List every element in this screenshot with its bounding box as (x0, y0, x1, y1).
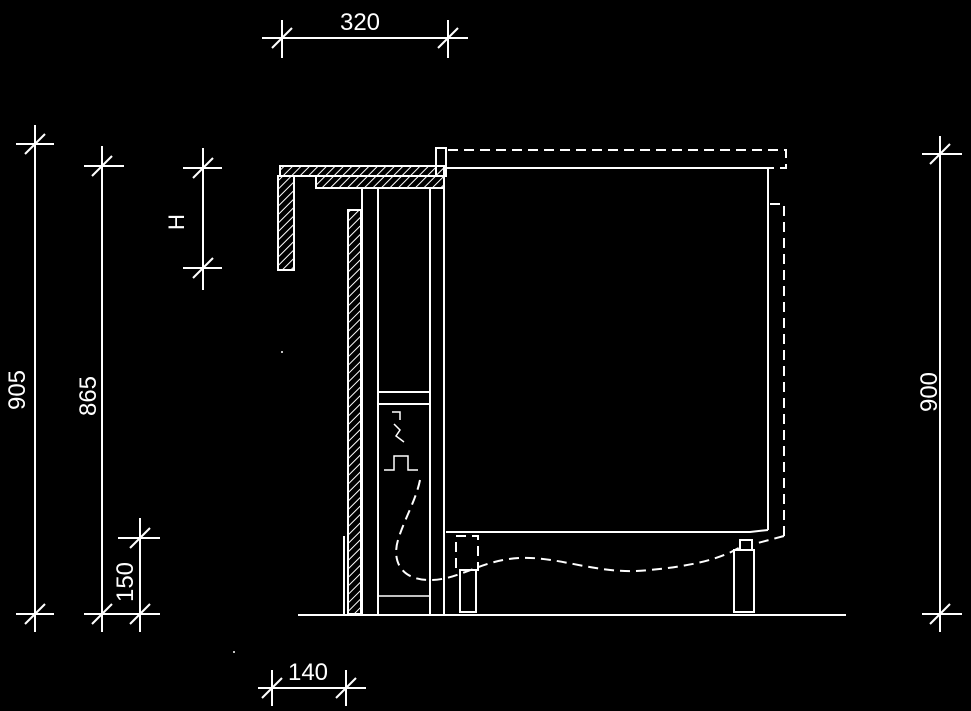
dim-label-h: H (164, 214, 189, 230)
hose-line (395, 479, 743, 582)
dimension-bottom-140: 140 (258, 659, 366, 706)
dimension-right-900: 900 (916, 136, 962, 632)
dim-label-865: 865 (75, 376, 102, 416)
dim-label-320: 320 (340, 9, 380, 36)
electrical-socket-icon (384, 411, 418, 471)
dimension-top-320: 320 (262, 9, 468, 58)
worktop (277, 147, 447, 271)
appliance-foot-front (455, 535, 479, 613)
back-panel (343, 209, 362, 615)
dim-label-905: 905 (4, 370, 31, 410)
dim-label-150: 150 (112, 562, 139, 602)
dimension-150: 150 (112, 518, 160, 632)
dimension-left-905: 905 (4, 125, 54, 632)
dimension-h: H (164, 148, 222, 290)
appliance-foot-rear (733, 539, 755, 613)
dimension-865: 865 (75, 146, 124, 632)
cabinet-carcass (361, 176, 445, 614)
appliance-outline (446, 149, 787, 545)
dim-label-140: 140 (288, 659, 328, 686)
dim-label-900: 900 (916, 372, 943, 412)
